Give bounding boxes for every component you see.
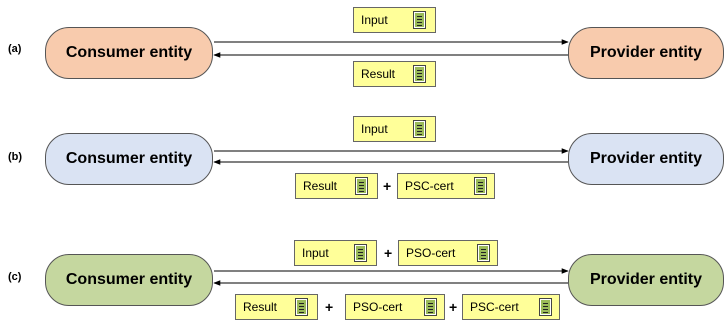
row-label-b: (b) [8, 151, 23, 163]
message-label: Result [303, 179, 338, 193]
consumer-entity-c: Consumer entity [45, 254, 213, 306]
result-message-c: Result [235, 294, 318, 320]
message-label: PSO-cert [406, 246, 456, 260]
psc-cert-message-b: PSC-cert [397, 173, 495, 199]
message-label: PSO-cert [353, 300, 403, 314]
plus-sign: + [384, 245, 393, 261]
pso-cert-request-c: PSO-cert [398, 240, 498, 266]
document-icon [424, 298, 437, 316]
plus-sign: + [325, 299, 334, 315]
document-icon [477, 244, 490, 262]
document-icon [354, 244, 367, 262]
row-label-c: (c) [8, 271, 22, 283]
input-message-b: Input [353, 116, 436, 142]
provider-entity-a: Provider entity [568, 27, 724, 79]
message-label: Result [243, 300, 278, 314]
provider-entity-b: Provider entity [568, 133, 724, 185]
document-icon [413, 65, 426, 83]
plus-sign: + [449, 299, 458, 315]
input-message-a: Input [353, 7, 436, 33]
document-icon [539, 298, 552, 316]
message-label: Input [361, 13, 388, 27]
psc-cert-response-c: PSC-cert [462, 294, 560, 320]
provider-entity-c: Provider entity [568, 254, 724, 306]
result-message-a: Result [353, 61, 436, 87]
message-label: Result [361, 67, 396, 81]
message-label: Input [302, 246, 329, 260]
document-icon [474, 177, 487, 195]
document-icon [355, 177, 368, 195]
message-label: PSC-cert [470, 300, 519, 314]
plus-sign: + [383, 178, 392, 194]
consumer-entity-a: Consumer entity [45, 27, 213, 79]
document-icon [295, 298, 308, 316]
consumer-entity-b: Consumer entity [45, 133, 213, 185]
pso-cert-response-c: PSO-cert [345, 294, 445, 320]
document-icon [413, 11, 426, 29]
input-message-c: Input [294, 240, 377, 266]
row-label-a: (a) [8, 43, 22, 55]
message-label: PSC-cert [405, 179, 454, 193]
document-icon [413, 120, 426, 138]
result-message-b: Result [295, 173, 378, 199]
message-label: Input [361, 122, 388, 136]
